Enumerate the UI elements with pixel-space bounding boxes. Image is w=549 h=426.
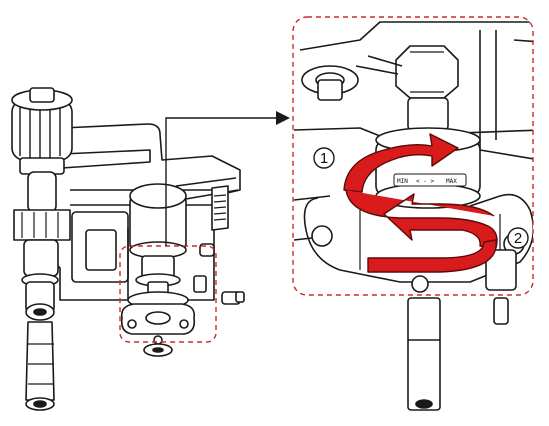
scale-arrows-label: < - > bbox=[416, 178, 434, 185]
lower-rod bbox=[407, 297, 509, 411]
scale-max-label: MAX bbox=[446, 178, 457, 185]
regulator-highlight-box bbox=[119, 245, 217, 343]
step-1-badge: 1 bbox=[313, 147, 335, 169]
step-2-badge: 2 bbox=[507, 227, 529, 249]
step-2-label: 2 bbox=[514, 230, 522, 247]
step-1-label: 1 bbox=[320, 150, 328, 167]
clockwise-rotation-arrow-icon bbox=[343, 133, 498, 273]
adjustment-scale: MIN < - > MAX bbox=[393, 173, 467, 187]
pointer-arrow-icon bbox=[165, 111, 290, 246]
scale-min-label: MIN bbox=[397, 178, 408, 185]
zoomed-detail-view: MIN < - > MAX 1 2 bbox=[292, 16, 534, 296]
callout-border bbox=[292, 16, 534, 296]
pump-assembly bbox=[11, 87, 245, 411]
